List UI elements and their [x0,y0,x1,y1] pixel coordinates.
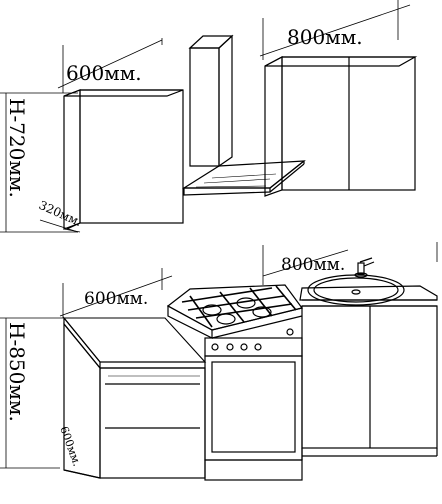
lower-height-label: H-850мм. [5,322,29,422]
upper-left-cabinet [63,89,184,233]
lower-depth-dimension: 600мм. [57,425,83,469]
sink [307,274,405,306]
lower-right-width-label: 800мм. [281,255,345,275]
lower-left-width-dimension: 600мм. [59,268,173,318]
upper-depth-dimension: 320мм. [37,198,84,233]
upper-height-dimension: H-720мм. [0,92,78,233]
upper-height-label: H-720мм. [5,98,29,198]
upper-right-width-label: 800мм. [287,25,363,49]
lower-left-width-label: 600мм. [84,289,148,309]
upper-right-cabinet [264,56,418,197]
upper-left-width-label: 600мм. [66,61,142,85]
lower-left-cabinet [63,322,206,479]
upper-right-width-dimension: 800мм. [259,0,411,60]
lower-depth-label: 600мм. [57,425,83,469]
stove [166,284,304,481]
range-hood [181,34,306,196]
sink-cabinet [301,305,438,460]
faucet [354,257,375,278]
upper-left-width-dimension: 600мм. [57,38,163,93]
lower-right-width-dimension: 800мм. [262,242,438,285]
lower-height-dimension: H-850мм. [0,317,78,469]
